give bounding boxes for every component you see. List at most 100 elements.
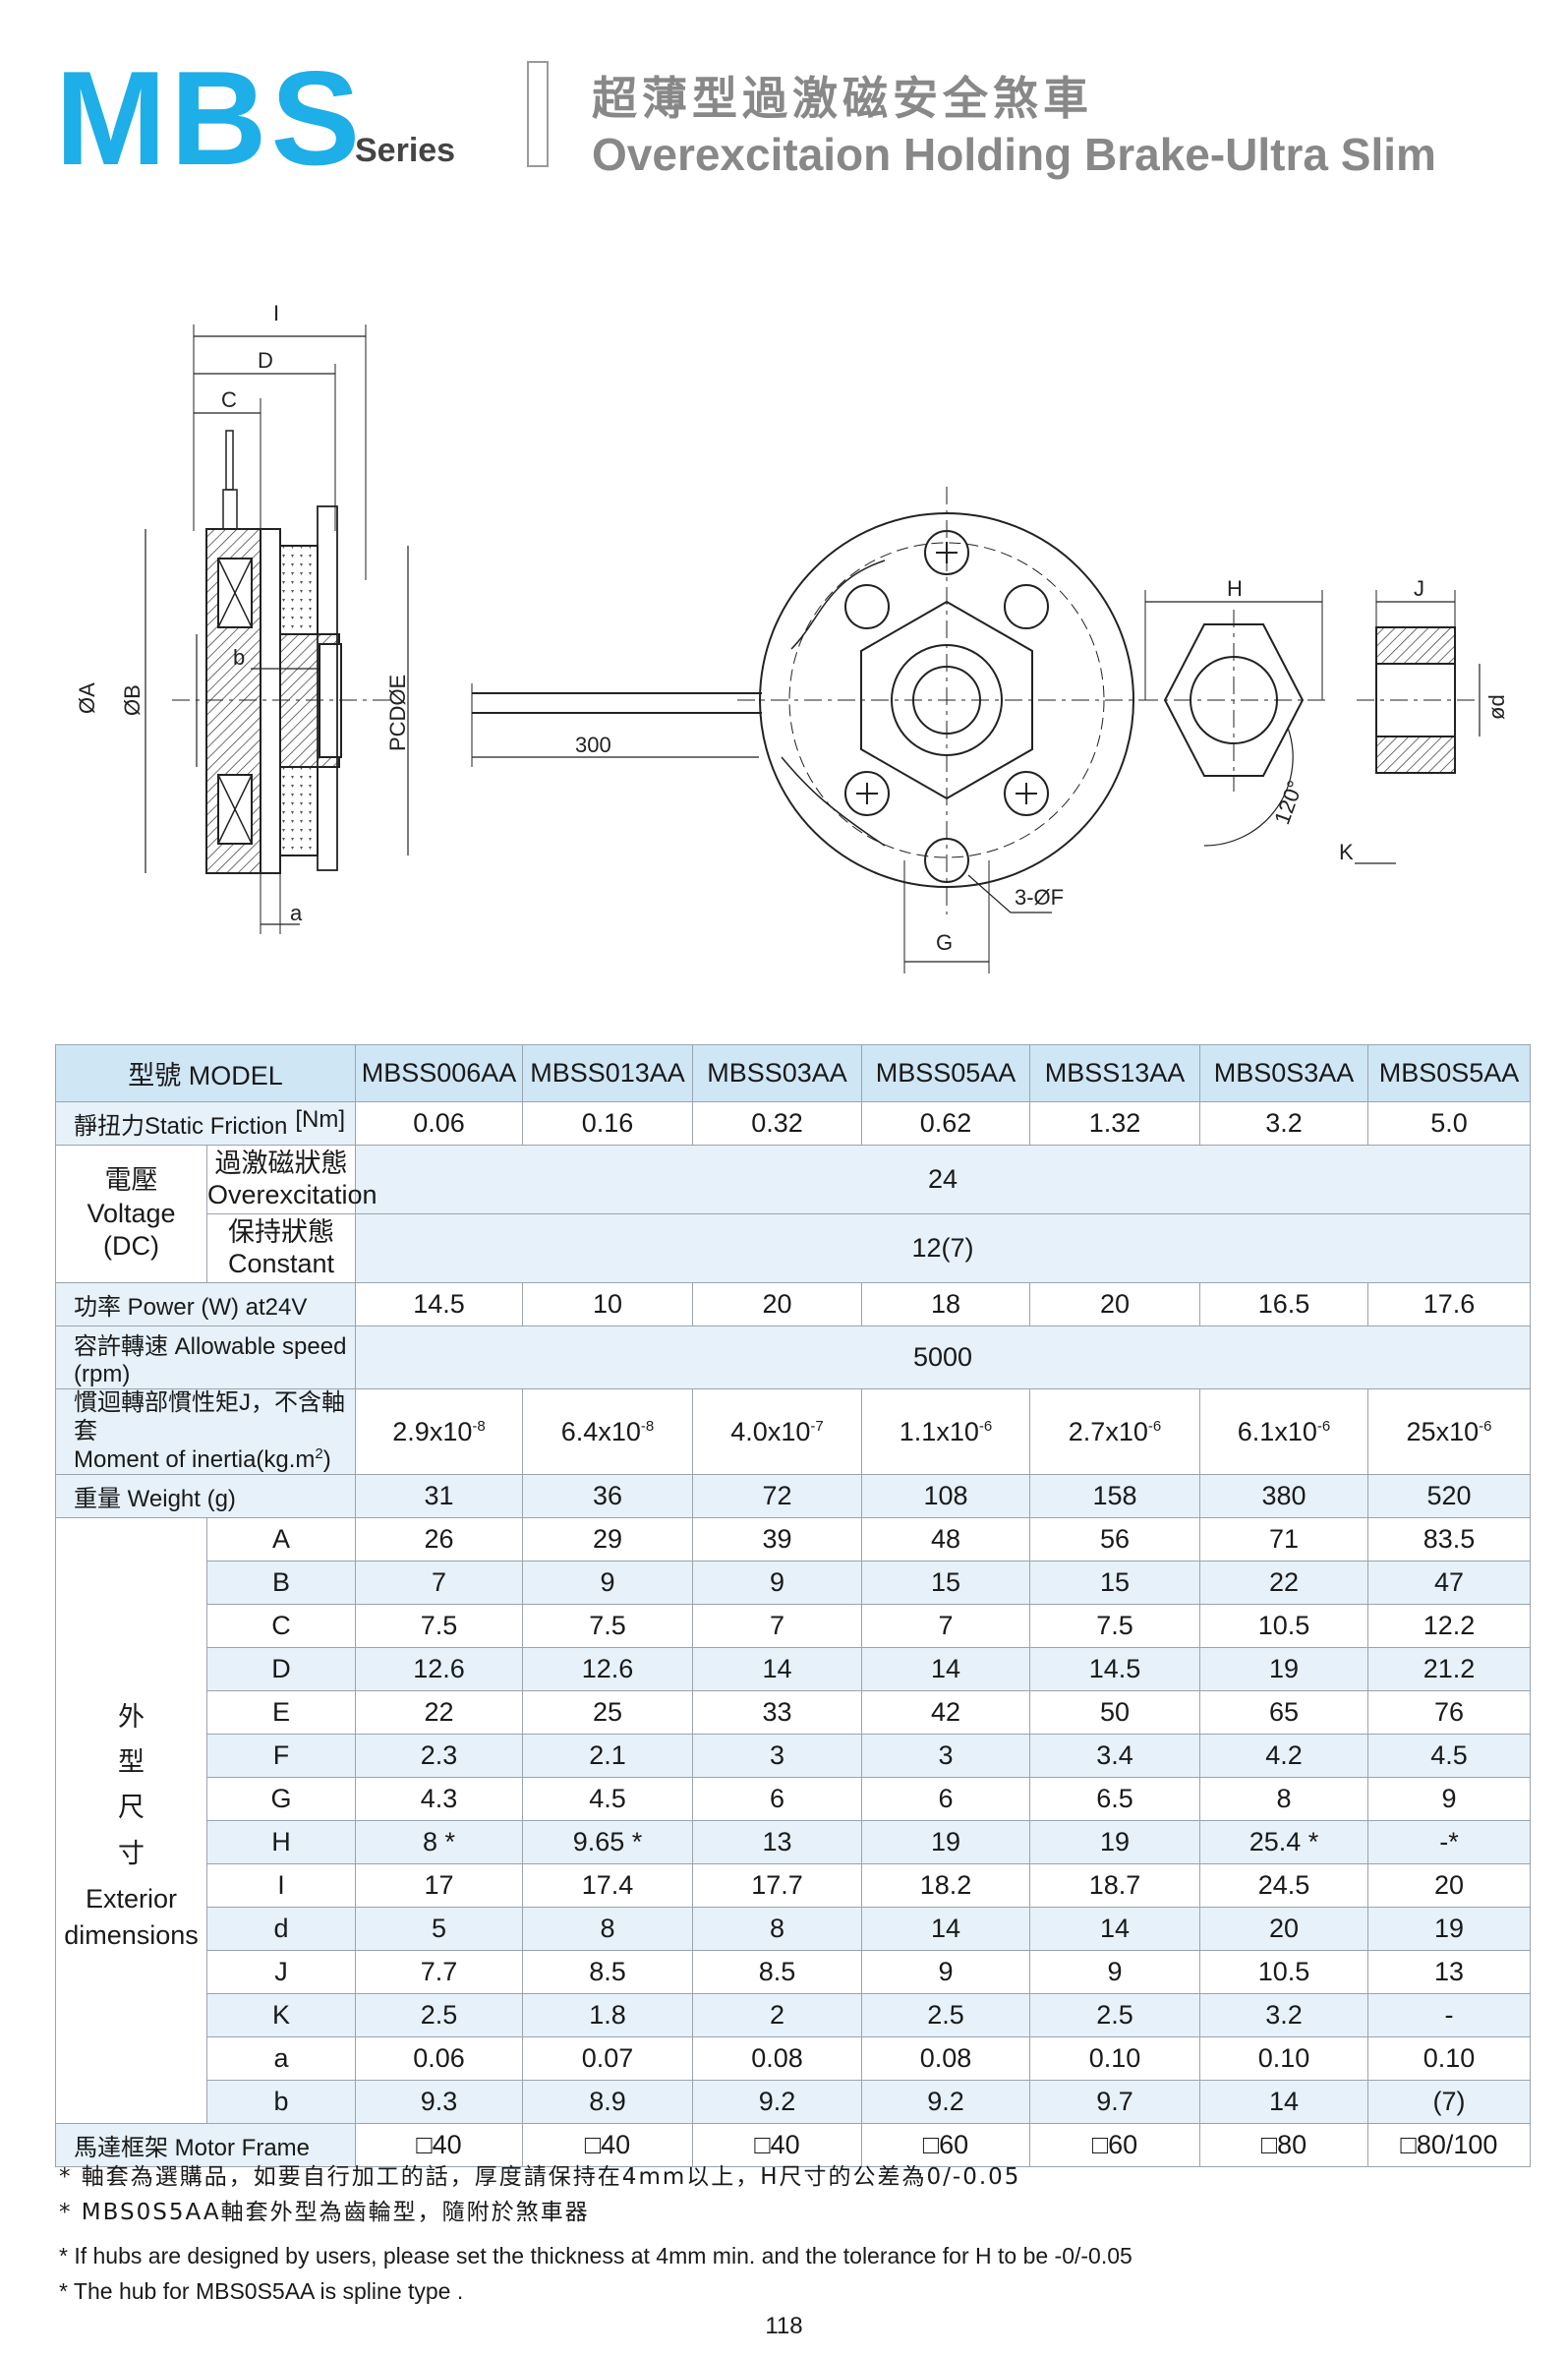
table-cell: 72 xyxy=(692,1474,862,1519)
table-cell: 2.5 xyxy=(1029,1993,1200,2038)
table-cell: 10.5 xyxy=(1199,1604,1368,1649)
dim-label-C: C xyxy=(221,387,237,412)
table-cell: 65 xyxy=(1199,1690,1368,1736)
table-cell: 9.2 xyxy=(692,2080,862,2125)
dim-key: K xyxy=(206,1993,356,2038)
table-cell: 39 xyxy=(692,1517,862,1562)
table-cell: 50 xyxy=(1029,1690,1200,1736)
table-cell: 25.4 * xyxy=(1199,1820,1368,1865)
table-cell: 25x10-6 xyxy=(1367,1387,1531,1476)
table-cell: 47 xyxy=(1367,1561,1531,1606)
model-col: MBSS05AA xyxy=(861,1044,1030,1102)
table-cell: 9 xyxy=(692,1561,862,1606)
model-header: 型號 MODEL xyxy=(55,1044,356,1102)
table-cell: 7.5 xyxy=(522,1604,693,1649)
table-cell: 0.10 xyxy=(1199,2036,1368,2082)
table-cell: 26 xyxy=(355,1517,523,1562)
front-view xyxy=(471,487,1155,973)
table-cell: 0.06 xyxy=(355,2036,523,2082)
table-cell: 1.1x10-6 xyxy=(861,1387,1030,1476)
table-cell: 3.2 xyxy=(1199,1101,1368,1146)
table-cell: 22 xyxy=(1199,1561,1368,1606)
model-col: MBSS013AA xyxy=(522,1044,693,1102)
table-cell: 18.2 xyxy=(861,1863,1030,1909)
dim-key: J xyxy=(206,1950,356,1995)
motor-frame-label: 馬達框架 Motor Frame xyxy=(55,2123,356,2168)
table-cell: 0.06 xyxy=(355,1101,523,1146)
table-cell: 6.5 xyxy=(1029,1777,1200,1822)
table-cell: 8 xyxy=(522,1907,693,1952)
table-cell: 19 xyxy=(861,1820,1030,1865)
speed-label: 容許轉速 Allowable speed (rpm) xyxy=(55,1326,356,1389)
table-cell: 7 xyxy=(355,1561,523,1606)
table-cell: 8 * xyxy=(355,1820,523,1865)
dim-key: a xyxy=(206,2036,356,2082)
speed-value: 5000 xyxy=(355,1326,1531,1389)
table-cell: 20 xyxy=(1367,1863,1531,1909)
table-cell: 2 xyxy=(692,1993,862,2038)
dim-label-phiA: ØA xyxy=(75,682,99,714)
constant-value: 12(7) xyxy=(355,1213,1531,1283)
table-cell: 76 xyxy=(1367,1690,1531,1736)
dim-key: F xyxy=(206,1734,356,1779)
note-en-2: * The hub for MBS0S5AA is spline type . xyxy=(59,2278,464,2304)
spec-table: 型號 MODEL MBSS006AA MBSS013AA MBSS03AA MB… xyxy=(55,1044,1531,2168)
table-cell: 9 xyxy=(861,1950,1030,1995)
table-cell: - xyxy=(1367,1993,1531,2038)
table-cell: 2.5 xyxy=(861,1993,1030,2038)
table-cell: 19 xyxy=(1199,1647,1368,1692)
model-col: MBSS13AA xyxy=(1029,1044,1200,1102)
table-cell: 17.6 xyxy=(1367,1282,1531,1326)
table-cell: 12.2 xyxy=(1367,1604,1531,1649)
table-cell: 0.07 xyxy=(522,2036,693,2082)
series-label: Series xyxy=(355,132,456,169)
model-col: MBSS03AA xyxy=(692,1044,862,1102)
dim-label-300: 300 xyxy=(575,733,611,757)
dim-key: E xyxy=(206,1690,356,1736)
overexcitation-label: 過激磁狀態 Overexcitation xyxy=(206,1145,377,1214)
inertia-label: 慣迴轉部慣性矩J，不含軸套 Moment of inertia(kg.m2) xyxy=(55,1387,356,1476)
table-cell: 0.08 xyxy=(692,2036,862,2082)
dim-label-b: b xyxy=(233,645,245,670)
table-row-motor-frame: 馬達框架 Motor Frame □40 □40 □40 □60 □60 □80… xyxy=(55,2123,1531,2168)
table-cell: 14 xyxy=(692,1647,862,1692)
table-cell: 3 xyxy=(692,1734,862,1779)
table-cell: 17.7 xyxy=(692,1863,862,1909)
model-col: MBSS006AA xyxy=(355,1044,523,1102)
dim-key: B xyxy=(206,1561,356,1606)
table-cell: 33 xyxy=(692,1690,862,1736)
table-cell: 1.8 xyxy=(522,1993,693,2038)
table-cell: 19 xyxy=(1029,1820,1200,1865)
table-cell: 48 xyxy=(861,1517,1030,1562)
dim-label-a: a xyxy=(290,901,303,925)
table-cell: 9.3 xyxy=(355,2080,523,2125)
note-zh-1: * 軸套為選購品，如要自行加工的話，厚度請保持在4mm以上，H尺寸的公差為0/-… xyxy=(59,2164,1021,2190)
dim-label-d: ød xyxy=(1484,694,1509,720)
table-cell: -* xyxy=(1367,1820,1531,1865)
dim-label-G: G xyxy=(936,930,953,955)
table-cell: 6.1x10-6 xyxy=(1199,1387,1368,1476)
table-cell: 9.2 xyxy=(861,2080,1030,2125)
constant-label: 保持狀態 Constant xyxy=(206,1213,356,1283)
table-cell: 25 xyxy=(522,1690,693,1736)
table-cell: 2.9x10-8 xyxy=(355,1387,523,1476)
dim-label-phiB: ØB xyxy=(120,684,145,716)
dim-key: d xyxy=(206,1907,356,1952)
table-cell: 4.5 xyxy=(1367,1734,1531,1779)
table-cell: 10 xyxy=(522,1282,693,1326)
table-cell: 24.5 xyxy=(1199,1863,1368,1909)
table-cell: 0.16 xyxy=(522,1101,693,1146)
dim-key: G xyxy=(206,1777,356,1822)
table-cell: 15 xyxy=(1029,1561,1200,1606)
table-cell: 14 xyxy=(1029,1907,1200,1952)
table-cell: 29 xyxy=(522,1517,693,1562)
table-cell: 19 xyxy=(1367,1907,1531,1952)
table-cell: 17 xyxy=(355,1863,523,1909)
table-cell: 17.4 xyxy=(522,1863,693,1909)
